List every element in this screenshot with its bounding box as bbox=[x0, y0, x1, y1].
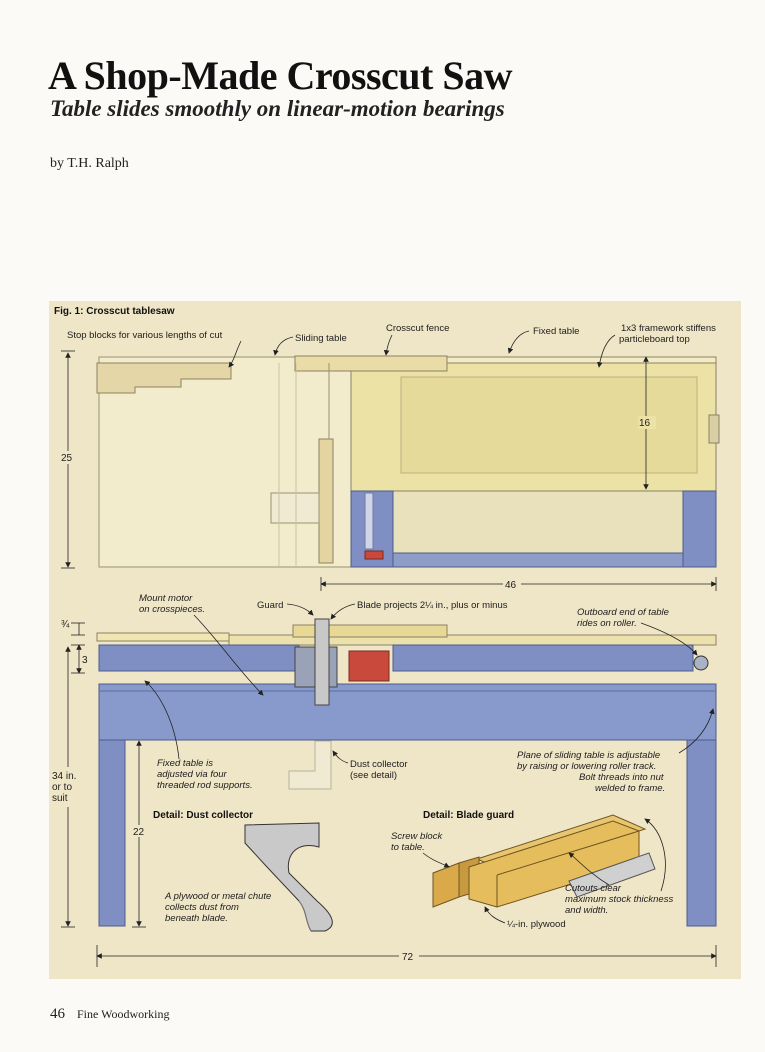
side-dust-chute bbox=[288, 740, 332, 790]
detail-dust-note-line2: collects dust from bbox=[165, 902, 239, 913]
side-main-beam bbox=[98, 683, 717, 741]
detail-guard-cutouts-line3: and width. bbox=[565, 905, 608, 916]
label-fixed-table: Fixed table bbox=[533, 326, 579, 337]
detail-dust-collector: Detail: Dust collector A plywood or meta… bbox=[153, 810, 333, 932]
sliding-table-panel bbox=[98, 356, 352, 568]
label-dust-collector-line2: (see detail) bbox=[350, 770, 397, 781]
side-bearing bbox=[348, 650, 390, 682]
label-dust-collector-line1: Dust collector bbox=[350, 759, 408, 770]
crosscut-fence bbox=[294, 355, 448, 372]
article-title: A Shop-Made Crosscut Saw bbox=[48, 53, 513, 98]
dim-46: 46 bbox=[505, 580, 517, 591]
label-outboard-line2: rides on roller. bbox=[577, 618, 637, 629]
guard-screw-block bbox=[432, 862, 460, 908]
label-fixed-table-adj-line3: threaded rod supports. bbox=[157, 780, 253, 791]
dim-34-line1: 34 in. bbox=[52, 771, 76, 782]
label-plane-line3: Bolt threads into nut bbox=[579, 772, 664, 783]
label-plane-line2: by raising or lowering roller track. bbox=[517, 761, 656, 772]
base-rail bbox=[392, 552, 684, 568]
dim-25: 25 bbox=[61, 453, 73, 464]
side-view: Mount motor on crosspieces. Guard Blade … bbox=[51, 593, 717, 967]
side-sliding-table bbox=[96, 632, 230, 642]
dim-72: 72 bbox=[402, 952, 414, 963]
figure-drawing: Fig. 1: Crosscut tablesaw Stop blocks fo… bbox=[51, 306, 720, 967]
label-fixed-table-adj-line2: adjusted via four bbox=[157, 769, 228, 780]
detail-dust-note-line1: A plywood or metal chute bbox=[164, 891, 271, 902]
motor-plate bbox=[270, 492, 320, 524]
side-upper-rail-right bbox=[392, 644, 694, 672]
side-upper-rail-left bbox=[98, 644, 300, 672]
label-mount-motor-line1: Mount motor bbox=[139, 593, 193, 604]
detail-guard-screw-line1: Screw block bbox=[391, 831, 443, 842]
detail-guard-cutouts-line1: Cutouts clear bbox=[565, 883, 622, 894]
label-mount-motor-line2: on crosspieces. bbox=[139, 604, 205, 615]
dim-3: 3 bbox=[82, 655, 88, 666]
byline: by T.H. Ralph bbox=[50, 156, 129, 171]
label-guard: Guard bbox=[257, 600, 283, 611]
label-framework-line2: particleboard top bbox=[619, 334, 690, 345]
label-fixed-table-adj-line1: Fixed table is bbox=[157, 758, 213, 769]
label-crosscut-fence: Crosscut fence bbox=[386, 323, 449, 334]
base-leg-right bbox=[682, 490, 717, 568]
label-framework-line1: 1x3 framework stiffens bbox=[621, 323, 716, 334]
top-view: Stop blocks for various lengths of cut S… bbox=[58, 323, 720, 591]
stop-blocks bbox=[96, 362, 232, 394]
figure-crosscut-tablesaw: Fig. 1: Crosscut tablesaw Stop blocks fo… bbox=[49, 301, 741, 979]
article-subtitle: Table slides smoothly on linear-motion b… bbox=[50, 96, 505, 121]
detail-guard-screw-line2: to table. bbox=[391, 842, 425, 853]
dim-34-line2: or to bbox=[52, 782, 72, 793]
dim-22: 22 bbox=[133, 827, 145, 838]
detail-blade-guard: Detail: Blade guard Screw block to table… bbox=[391, 810, 673, 930]
dim-34-line3: suit bbox=[52, 793, 68, 804]
detail-dust-note-line3: beneath blade. bbox=[165, 913, 228, 924]
detail-guard-heading: Detail: Blade guard bbox=[423, 810, 514, 821]
side-fence bbox=[292, 624, 448, 638]
dust-chute-drawing bbox=[244, 822, 333, 932]
label-stop-blocks: Stop blocks for various lengths of cut bbox=[67, 330, 223, 341]
label-blade-projects: Blade projects 2¼ in., plus or minus bbox=[357, 600, 508, 611]
detail-guard-plywood: ¼-in. plywood bbox=[507, 919, 566, 930]
side-leg-right bbox=[686, 739, 717, 927]
page-footer: 46 Fine Woodworking bbox=[50, 1005, 169, 1023]
blade-arbor bbox=[364, 550, 384, 560]
side-roller bbox=[693, 655, 709, 671]
blade-slot bbox=[364, 492, 374, 550]
dim-16: 16 bbox=[639, 418, 651, 429]
label-outboard-line1: Outboard end of table bbox=[577, 607, 669, 618]
magazine-name: Fine Woodworking bbox=[77, 1007, 170, 1021]
page-number: 46 bbox=[50, 1006, 65, 1022]
detail-guard-cutouts-line2: maximum stock thickness bbox=[565, 894, 673, 905]
guard-plywood bbox=[568, 852, 656, 898]
label-plane-line4: welded to frame. bbox=[595, 783, 665, 794]
side-leg-left bbox=[98, 739, 126, 927]
dim-three-quarter: ¾ bbox=[61, 619, 70, 630]
fence-upright bbox=[318, 438, 334, 564]
label-sliding-table: Sliding table bbox=[295, 333, 347, 344]
detail-dust-heading: Detail: Dust collector bbox=[153, 810, 253, 821]
figure-caption: Fig. 1: Crosscut tablesaw bbox=[54, 306, 175, 317]
label-plane-line1: Plane of sliding table is adjustable bbox=[517, 750, 660, 761]
side-blade-guard bbox=[314, 618, 330, 706]
